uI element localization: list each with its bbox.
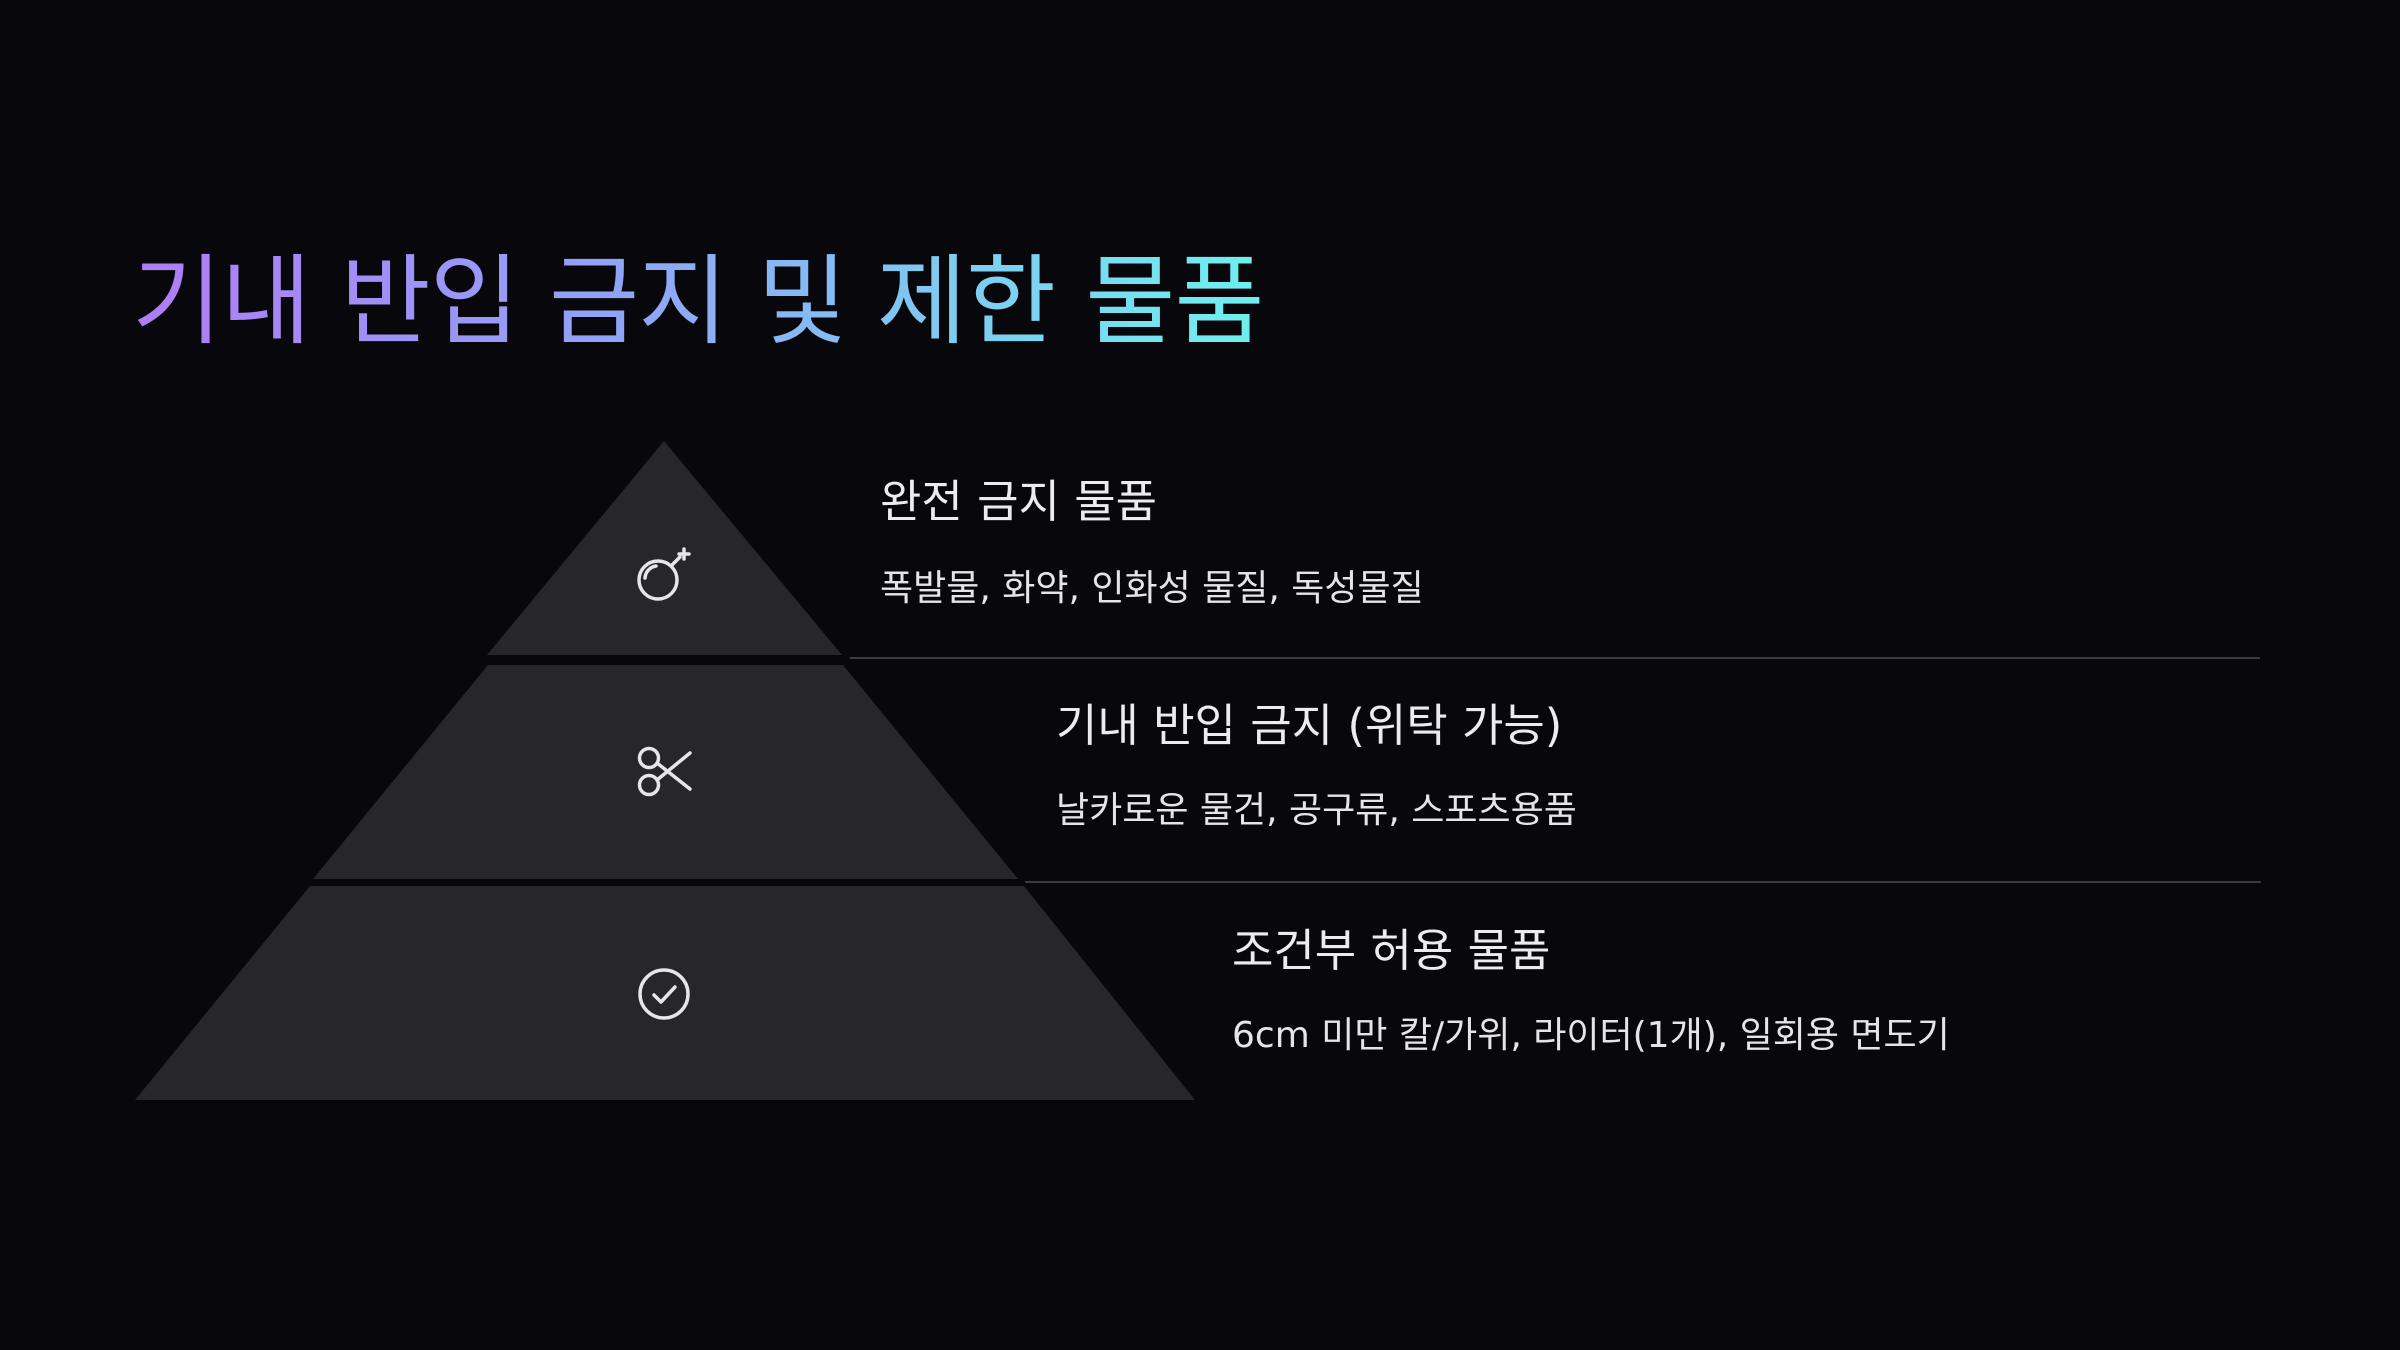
tier-heading: 기내 반입 금지 (위탁 가능) bbox=[1056, 699, 1563, 752]
tier-heading: 완전 금지 물품 bbox=[880, 475, 1158, 528]
tier-description: 폭발물, 화약, 인화성 물질, 독성물질 bbox=[880, 568, 1424, 609]
pyramid-tier-top bbox=[487, 441, 842, 655]
tier-divider-2 bbox=[1025, 881, 2261, 883]
tier-divider-1 bbox=[850, 657, 2260, 659]
pyramid-tier-bottom bbox=[135, 886, 1195, 1100]
scissors-icon bbox=[637, 746, 692, 797]
tier-description: 날카로운 물건, 공구류, 스포츠용품 bbox=[1056, 790, 1577, 831]
tier-description: 6cm 미만 칼/가위, 라이터(1개), 일회용 면도기 bbox=[1232, 1015, 1950, 1056]
tier-heading: 조건부 허용 물품 bbox=[1232, 924, 1551, 977]
page-title: 기내 반입 금지 및 제한 물품 bbox=[132, 232, 1265, 372]
check-circle-icon bbox=[638, 968, 690, 1020]
bomb-icon bbox=[637, 547, 691, 601]
